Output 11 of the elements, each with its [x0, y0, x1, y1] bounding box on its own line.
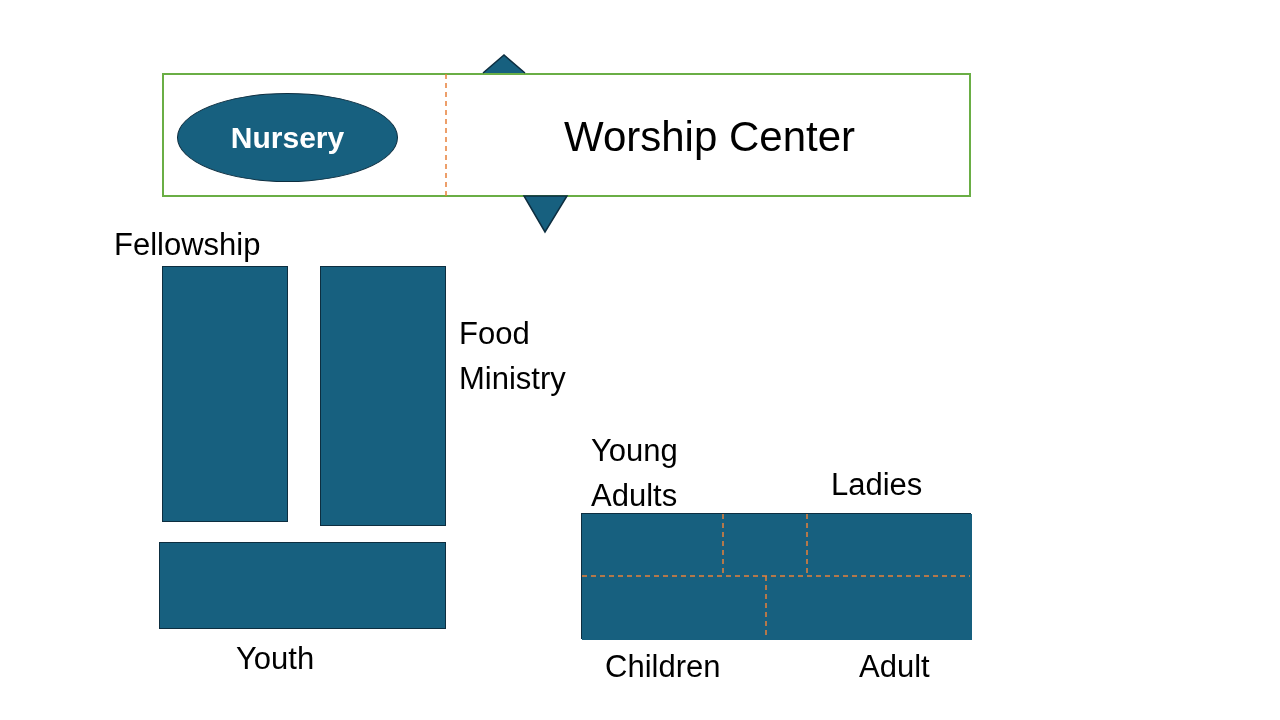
room-label: Worship Center: [564, 112, 855, 162]
room-label: Young Adults: [591, 432, 679, 515]
hall-outline: [162, 73, 971, 197]
room-label: Fellowship: [114, 226, 261, 264]
room-label: Adult: [859, 648, 930, 686]
room-label: Nursery: [229, 119, 346, 156]
room-section: [724, 514, 808, 577]
room-label: Food Ministry: [459, 315, 567, 398]
room-label: Children: [605, 648, 721, 686]
room-label: Ladies: [831, 466, 923, 504]
room-label: Youth: [236, 640, 315, 678]
